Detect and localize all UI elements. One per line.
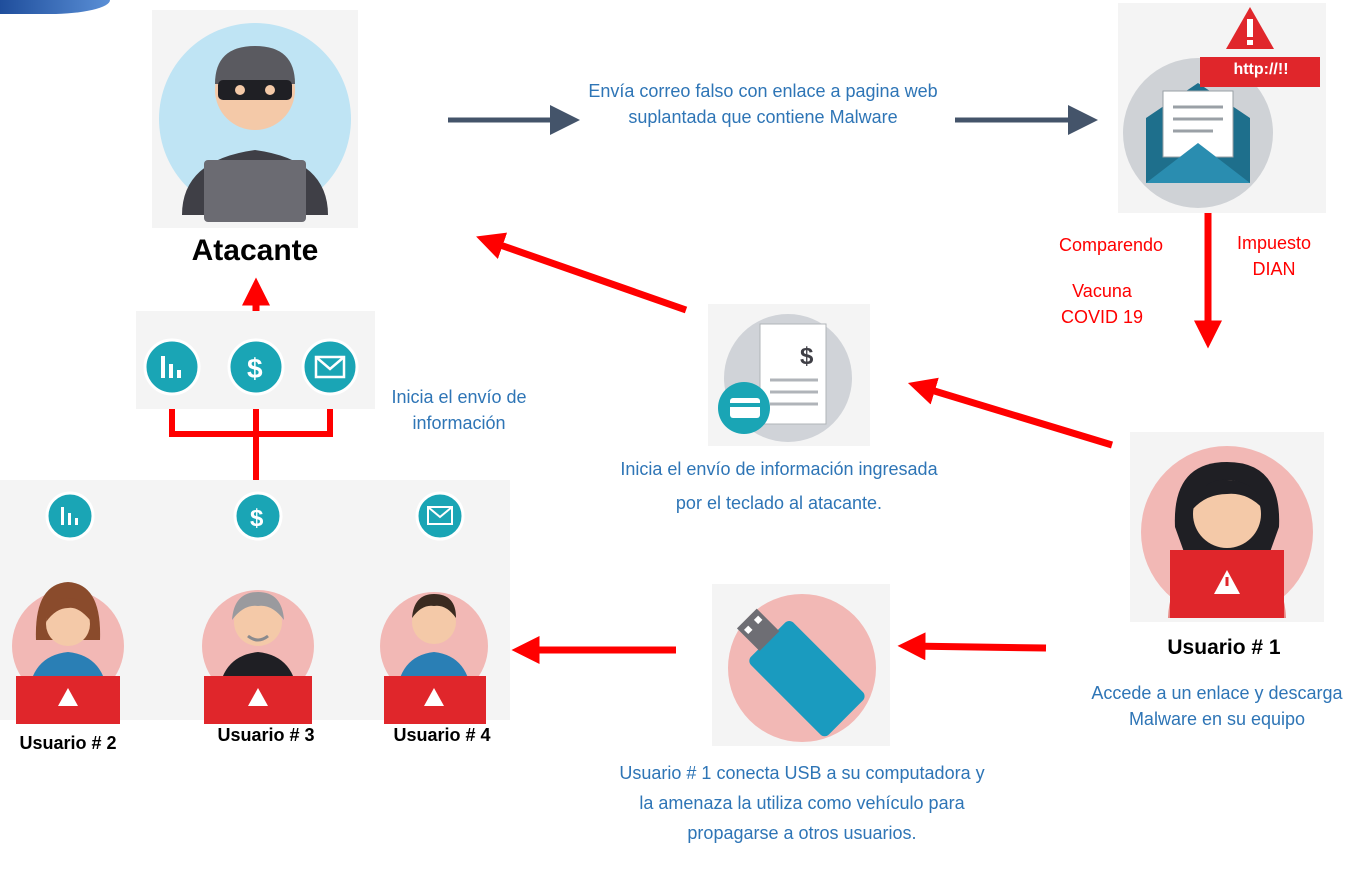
arrow-user1-to-usb <box>897 632 1047 661</box>
credit-card-icon <box>718 382 770 434</box>
warning-icon <box>1226 7 1274 49</box>
dollar-icon: $ <box>233 491 283 541</box>
attacker-label: Atacante <box>191 234 319 267</box>
usb-drive-icon <box>728 594 876 742</box>
chart-icon <box>45 491 95 541</box>
victim-avatar-4 <box>380 592 488 724</box>
corner-swoosh <box>0 0 110 14</box>
arrow-keylog-to-attacker <box>476 232 688 314</box>
svg-text:$: $ <box>247 353 263 384</box>
user1-caption: Accede a un enlace y descarga Malware en… <box>1091 683 1343 729</box>
invoice-icon: $ <box>718 314 852 442</box>
phishing-url-badge: http://!! <box>1233 61 1289 78</box>
lure-impuesto-dian: Impuesto DIAN <box>1236 233 1312 279</box>
victim-label-4: Usuario # 4 <box>393 725 491 745</box>
user1-card <box>1130 432 1324 622</box>
phishing-email-card: http://!! <box>1118 3 1326 213</box>
dollar-icon: $ <box>227 338 285 396</box>
user1-avatar <box>1141 446 1313 618</box>
keylog-step-text: Inicia el envío de información ingresada… <box>620 459 938 513</box>
victim-avatar-2 <box>12 582 124 724</box>
usb-card <box>712 584 890 746</box>
lure-comparendo: Comparendo <box>1058 235 1164 255</box>
victim-avatar-3 <box>202 590 314 724</box>
phishing-email-icon <box>1123 7 1320 208</box>
chart-icon <box>143 338 201 396</box>
svg-text:$: $ <box>250 505 264 532</box>
exfil-step-text: Inicia el envío de información <box>391 387 527 433</box>
usb-step-text: Usuario # 1 conecta USB a su computadora… <box>619 763 985 843</box>
user1-label: Usuario # 1 <box>1167 636 1281 659</box>
exfil-card: $ <box>136 311 375 409</box>
arrow-user1-to-keylog <box>907 377 1114 449</box>
email-step-text: Envía correo falso con enlace a pagina w… <box>588 81 938 127</box>
hacker-icon <box>159 23 351 222</box>
keylog-card: $ <box>708 304 870 446</box>
attacker-card <box>152 10 358 228</box>
svg-text:$: $ <box>800 343 814 370</box>
mail-icon <box>415 491 465 541</box>
victim-label-2: Usuario # 2 <box>19 733 117 753</box>
mail-icon <box>301 338 359 396</box>
victim-label-3: Usuario # 3 <box>217 725 315 745</box>
lure-vacuna-covid: Vacuna COVID 19 <box>1060 281 1144 327</box>
